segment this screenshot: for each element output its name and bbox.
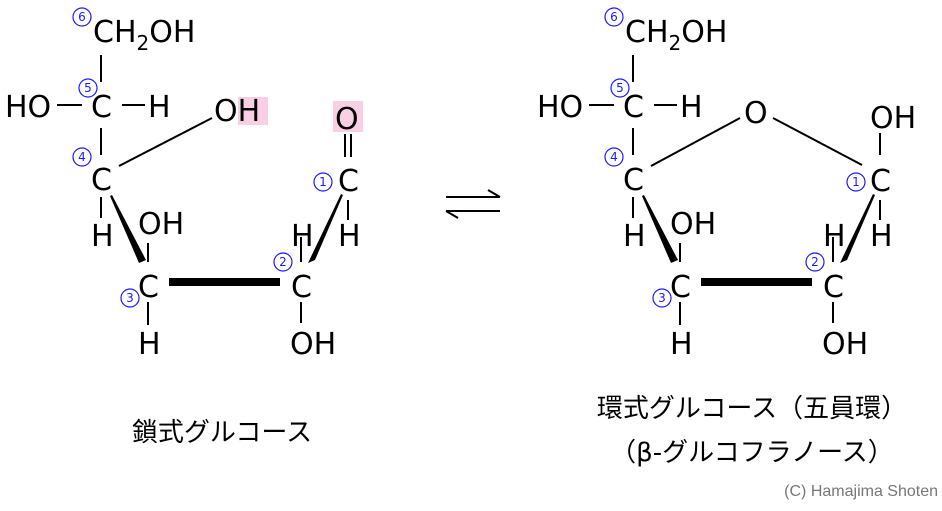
chain-caption: 鎖式グルコース (132, 418, 312, 448)
h-c1: H (338, 219, 361, 254)
oh-c3: OH (138, 207, 184, 242)
equilibrium-arrows (445, 189, 501, 219)
c5: C (91, 90, 112, 125)
carbon-3-label: 3 (120, 288, 140, 308)
carbon-1-label: 1 (313, 172, 333, 192)
svg-text:5: 5 (616, 81, 624, 95)
c4: C (623, 163, 644, 198)
svg-text:4: 4 (610, 150, 618, 164)
wedge-c4-c3 (110, 195, 146, 263)
svg-text:2: 2 (279, 255, 287, 269)
h-c5: H (148, 90, 171, 125)
h-c1: H (870, 219, 893, 254)
ch2oh-group: CH2OH (625, 15, 727, 55)
carbon-3-label: 3 (652, 288, 672, 308)
carbon-6-label: 6 (72, 7, 92, 27)
h-c3: H (670, 327, 693, 362)
oh-c2: OH (822, 327, 868, 362)
svg-text:6: 6 (610, 10, 618, 24)
oh-c4: OH (214, 94, 260, 129)
oh-c1: OH (870, 101, 916, 136)
carbon-4-label: 4 (604, 147, 624, 167)
highlight-h (238, 97, 268, 125)
ho-c5: HO (537, 90, 583, 125)
svg-text:3: 3 (658, 291, 666, 305)
c1: C (338, 164, 359, 199)
oh-c3: OH (670, 207, 716, 242)
ho-c5: HO (5, 90, 51, 125)
carbon-2-label: 2 (805, 252, 825, 272)
svg-text:4: 4 (78, 150, 86, 164)
h-c3: H (138, 327, 161, 362)
h-c5: H (680, 90, 703, 125)
c3: C (670, 270, 691, 305)
ring-caption-line1: 環式グルコース（五員環） (597, 394, 907, 424)
h-c4: H (91, 219, 114, 254)
carbon-1-label: 1 (846, 172, 866, 192)
svg-text:6: 6 (78, 10, 86, 24)
highlight-o (333, 101, 363, 132)
copyright: (C) Hamajima Shoten (784, 483, 938, 500)
carbon-5-label: 5 (610, 78, 630, 98)
svg-text:5: 5 (84, 81, 92, 95)
c5: C (623, 90, 644, 125)
h-c2: H (823, 219, 846, 254)
c2: C (823, 270, 844, 305)
h-c2: H (291, 219, 314, 254)
svg-text:2: 2 (811, 255, 819, 269)
wedge-c4-c3 (642, 195, 678, 263)
c1: C (870, 164, 891, 199)
svg-text:1: 1 (319, 175, 327, 189)
ch2oh-group: CH2OH (93, 15, 195, 55)
carbon-6-label: 6 (604, 7, 624, 27)
c2: C (291, 270, 312, 305)
ring-glucose: 6 CH2OH 5 HO C H 4 C O H OH C 3 H (537, 7, 916, 468)
svg-text:3: 3 (126, 291, 134, 305)
o-c1: O (335, 102, 359, 137)
h-c4: H (623, 219, 646, 254)
c4: C (91, 163, 112, 198)
chain-glucose: 6 CH2OH 5 HO C H 4 C OH H OH C 3 (5, 7, 363, 448)
c3: C (138, 270, 159, 305)
wedge-c2-c1 (308, 194, 343, 263)
wedge-c2-c1 (840, 194, 875, 263)
ring-oxygen: O (744, 96, 768, 131)
oh-c2: OH (290, 327, 336, 362)
carbon-2-label: 2 (273, 252, 293, 272)
ring-caption-line2: （β-グルコフラノース） (610, 438, 894, 468)
carbon-4-label: 4 (72, 147, 92, 167)
carbon-5-label: 5 (78, 78, 98, 98)
svg-text:1: 1 (852, 175, 860, 189)
